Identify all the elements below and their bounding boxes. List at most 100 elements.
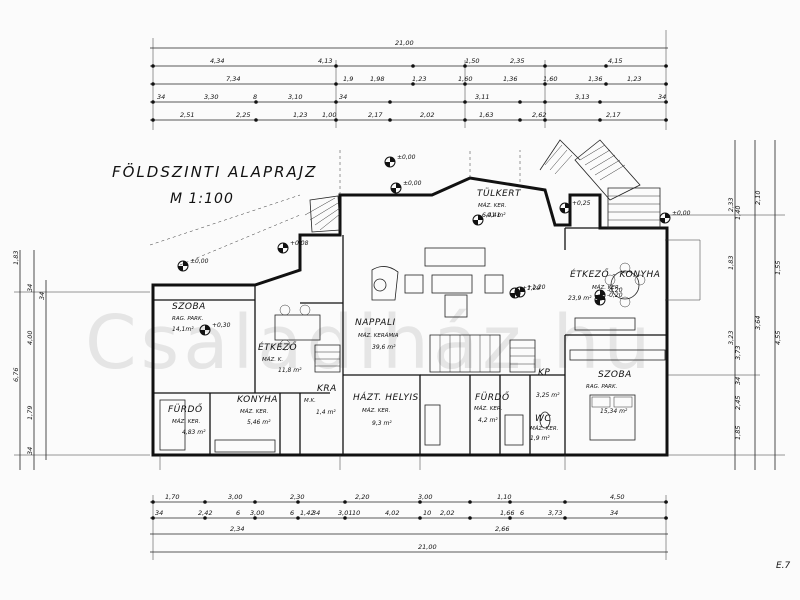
- dim-top-row4-5: 2,02: [420, 111, 434, 119]
- dim-bottom-row2-1: 2,42: [198, 509, 212, 517]
- dim-top-row2-5: 1,36: [503, 75, 517, 83]
- room-labels: SZOBA RAG. PARK. 14,1m² ÉTKEZŐ MÁZ. K. 1…: [168, 188, 660, 442]
- dim-bottom-row2-6: 34: [312, 509, 320, 517]
- room-tolkert-area: 6,41 m²: [482, 212, 506, 219]
- room-konyha-floor: MÁZ. KER.: [240, 408, 269, 415]
- room-furdo-left-area: 4,83 m²: [182, 429, 206, 436]
- dim-top-row4-0: 2,51: [180, 111, 194, 119]
- room-szoba-right-floor: RAG. PARK.: [586, 384, 618, 390]
- room-hazt-name: HÁZT. HELYIS.: [353, 391, 422, 403]
- dim-right-9: 1,85: [734, 426, 742, 440]
- level-label: -0,41: [485, 212, 501, 219]
- dim-bottom-row2-7: 3,01: [338, 509, 352, 517]
- dim-right-6: 1,55: [774, 261, 782, 275]
- dim-top-row4-6: 1,63: [479, 111, 493, 119]
- dim-bottom-row2-10: 10: [423, 509, 431, 517]
- room-tolkert-floor: MÁZ. KER.: [478, 202, 507, 209]
- level-marker: ±0,00: [659, 210, 691, 224]
- dim-bottom-row1-6: 4,50: [610, 493, 624, 501]
- dim-right-8: 2,45: [734, 396, 742, 410]
- level-label: ±0,00: [672, 210, 691, 217]
- dim-top-row4-2: 1,23: [293, 111, 307, 119]
- sheet-number: E.7: [776, 561, 791, 571]
- level-marker: -0,20: [594, 292, 623, 306]
- level-markers: ±0,00±0,00+0,08+1,20-0,20±0,00+0,25+0,30…: [177, 154, 691, 336]
- dim-bottom-row2-15: 34: [610, 509, 618, 517]
- room-hazt-floor: MÁZ. KER.: [362, 407, 391, 414]
- room-kamra-name: KRA: [317, 384, 337, 394]
- dim-top-row3-0: 34: [157, 93, 165, 101]
- room-kamra-area: 1,4 m²: [316, 409, 336, 416]
- dim-top-row1-2: 1,50: [465, 57, 479, 65]
- dim-left-2: 4,00: [26, 331, 34, 345]
- dim-top-row2-8: 1,23: [627, 75, 641, 83]
- level-label: ±0,00: [403, 180, 422, 187]
- dim-bottom-row1-5: 1,10: [497, 493, 511, 501]
- room-szoba-left-area: 14,1m²: [172, 326, 194, 333]
- room-szoba-right-name: SZOBA: [598, 370, 632, 380]
- dim-bottom-row2-3: 3,00: [250, 509, 264, 517]
- room-etkezo-name: ÉTKEZŐ: [258, 341, 297, 353]
- dim-top-row3-4: 34: [339, 93, 347, 101]
- dim-bottom-row2-12: 1,66: [500, 509, 514, 517]
- dim-top-row1-1: 4,13: [318, 57, 332, 65]
- dim-left-1: 34: [26, 284, 34, 292]
- dim-bottom-row2-2: 6: [236, 509, 240, 517]
- dim-bottom-row3-b: 2,66: [495, 525, 509, 533]
- dim-top-row3-2: 8: [253, 93, 257, 101]
- room-furdo-right-floor: MÁZ. KER.: [474, 405, 503, 412]
- dim-bottom-row1-0: 1,70: [165, 493, 179, 501]
- dim-bottom-row1-4: 3,00: [418, 493, 432, 501]
- room-furdo-left-floor: MÁZ. KER.: [172, 418, 201, 425]
- dim-left-6: 34: [26, 447, 34, 455]
- drawing-scale: M 1:100: [170, 191, 234, 207]
- building-walls: [149, 139, 701, 470]
- dim-top-row4-3: 1,00: [322, 111, 336, 119]
- dim-top-row3-1: 3,30: [204, 93, 218, 101]
- dim-right-0: 2,33: [727, 198, 735, 212]
- dim-left-3: 34: [38, 292, 46, 300]
- dim-top-row3-7: 34: [658, 93, 666, 101]
- dim-bottom-row2-14: 3,73: [548, 509, 562, 517]
- dim-top-row3-3: 3,10: [288, 93, 302, 101]
- level-label: +0,08: [290, 240, 309, 247]
- dim-top-row2-4: 1,60: [458, 75, 472, 83]
- level-label: -0,20: [607, 292, 623, 299]
- dim-right-3: 1,83: [727, 256, 735, 270]
- room-etkezo-area: 11,8 m²: [278, 367, 302, 374]
- room-kp-name: KP: [538, 368, 550, 378]
- dim-left-5: 1,79: [26, 406, 34, 420]
- dim-right-4: 3,23: [727, 331, 735, 345]
- level-marker: +0,25: [559, 200, 591, 214]
- room-furdo-left-name: FÜRDŐ: [168, 404, 203, 415]
- room-szoba-left-floor: RAG. PARK.: [172, 316, 204, 322]
- room-wc-area: 1,9 m²: [530, 435, 550, 442]
- level-marker: ±0,00: [390, 180, 422, 194]
- dim-top-row2-3: 1,23: [412, 75, 426, 83]
- dim-right-11: 4,55: [774, 331, 782, 345]
- dim-top-row1-4: 4,15: [608, 57, 622, 65]
- dim-bottom-row2-9: 4,02: [385, 509, 399, 517]
- dim-top-row2-0: 7,34: [226, 75, 240, 83]
- room-kamra-floor: M.K.: [304, 398, 316, 404]
- level-marker: +0,30: [199, 322, 231, 336]
- room-etkezo-konyha-area: 23,9 m²: [568, 295, 592, 302]
- level-label: ±0,00: [397, 154, 416, 161]
- room-konyha-area: 5,46 m²: [247, 419, 271, 426]
- level-label: ±0,00: [190, 258, 209, 265]
- level-marker: -0,41: [472, 212, 501, 226]
- room-szoba-left-name: SZOBA: [172, 302, 206, 312]
- level-label: +0,30: [212, 322, 231, 329]
- room-nappali-area: 39,6 m²: [372, 344, 396, 351]
- dim-top-row4-8: 2,17: [606, 111, 621, 119]
- dim-bottom-row1-1: 3,00: [228, 493, 242, 501]
- dim-top-row2-6: 1,60: [543, 75, 557, 83]
- room-nappali-floor: MÁZ. KERÁMIA: [358, 332, 399, 339]
- dim-bottom-row1-3: 2,20: [355, 493, 369, 501]
- level-marker: +0,08: [277, 240, 309, 254]
- room-etkezo-konyha-name: ÉTKEZŐ - KONYHA: [570, 268, 660, 280]
- dim-top-row2-7: 1,36: [588, 75, 602, 83]
- dim-right-7: 3,73: [734, 346, 742, 360]
